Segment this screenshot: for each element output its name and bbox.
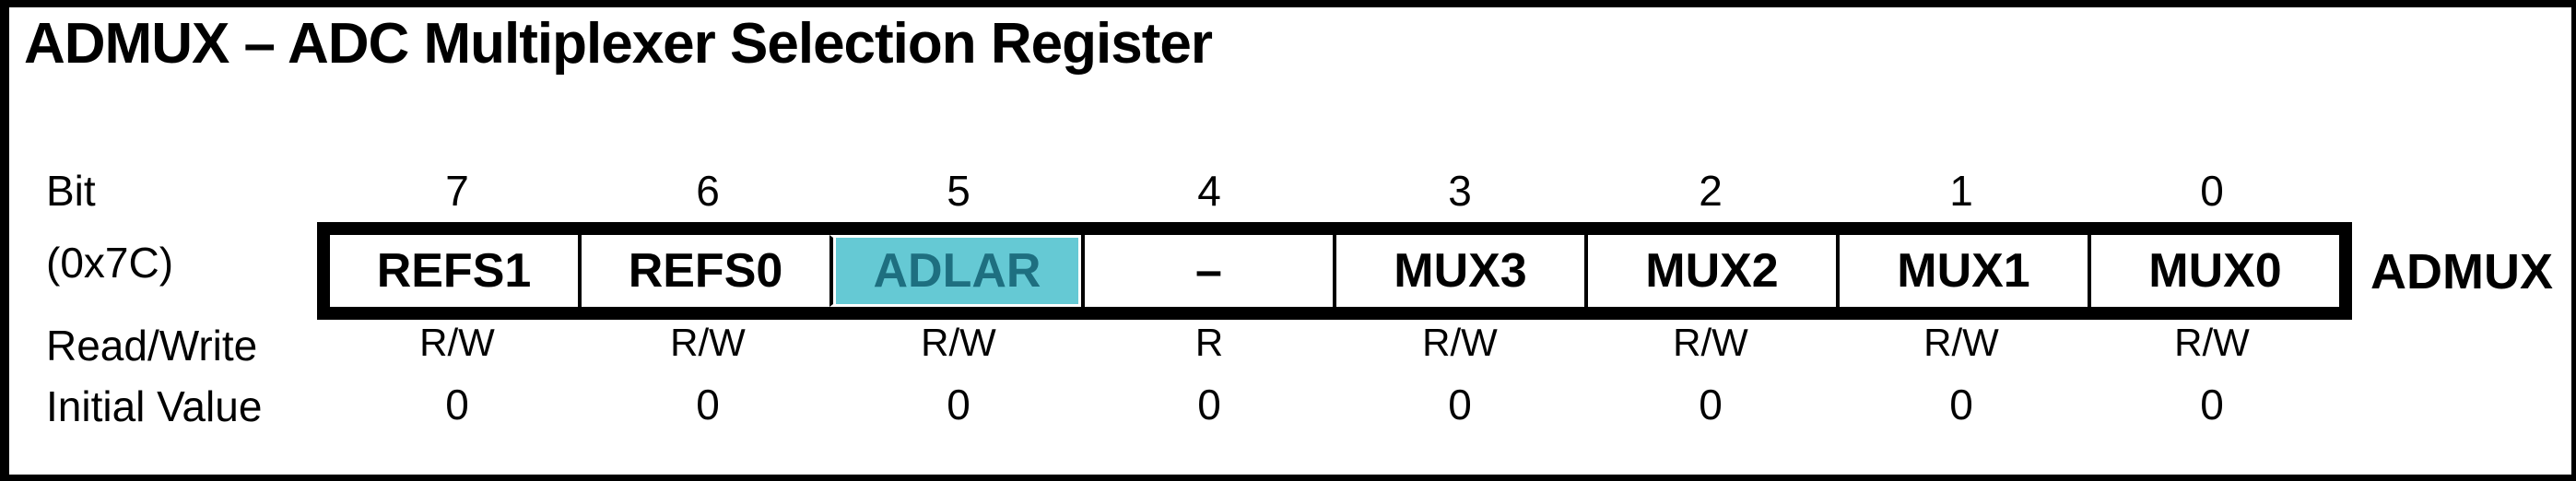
initial-value-bit6: 0 <box>696 381 720 428</box>
initial-value-bit4: 0 <box>1197 381 1221 428</box>
initial-value-bit2: 0 <box>1699 381 1723 428</box>
bit-number-bit1: 1 <box>1949 167 1973 215</box>
bit-row-label: Bit <box>46 167 96 215</box>
register-cell-bit4: – <box>1081 235 1333 307</box>
bit-number-bit6: 6 <box>696 167 720 215</box>
read-write-value-bit2: R/W <box>1673 321 1748 364</box>
register-cell-bit7: REFS1 <box>376 244 532 298</box>
bit-number-bit0: 0 <box>2200 167 2224 215</box>
initial-value-bit1: 0 <box>1949 381 1973 428</box>
read-write-value-bit6: R/W <box>670 321 746 364</box>
register-cell-bit1: MUX1 <box>1836 235 2088 307</box>
register-cell-bit0: MUX0 <box>2088 235 2339 307</box>
bit-number-row: 7 6 5 4 3 2 1 0 <box>332 166 2337 216</box>
register-cell-bit6: REFS0 <box>578 235 829 307</box>
read-write-value-bit4: R <box>1194 321 1224 364</box>
register-address: (0x7C) <box>46 239 174 287</box>
register-cell-bit5: ADLAR <box>829 235 1081 307</box>
initial-value-bit5: 0 <box>947 381 970 428</box>
read-write-value-bit0: R/W <box>2174 321 2250 364</box>
register-name: ADMUX <box>2370 244 2553 299</box>
initial-value-bit7: 0 <box>445 381 469 428</box>
read-write-row-label: Read/Write <box>46 322 258 370</box>
bit-number-bit3: 3 <box>1448 167 1472 215</box>
read-write-value-bit7: R/W <box>419 321 495 364</box>
initial-value-bit0: 0 <box>2200 381 2224 428</box>
bit-number-bit7: 7 <box>445 167 469 215</box>
read-write-value-bit3: R/W <box>1422 321 1498 364</box>
bit-number-bit4: 4 <box>1197 167 1221 215</box>
register-cell-bit3: MUX3 <box>1333 235 1584 307</box>
initial-value-bit3: 0 <box>1448 381 1472 428</box>
register-cell-bit2: MUX2 <box>1584 235 1836 307</box>
initial-value-row-label: Initial Value <box>46 382 263 430</box>
bit-number-bit5: 5 <box>947 167 970 215</box>
read-write-value-bit1: R/W <box>1923 321 1999 364</box>
initial-value-row: 0 0 0 0 0 0 0 0 <box>332 380 2337 429</box>
page-title: ADMUX – ADC Multiplexer Selection Regist… <box>24 12 1213 76</box>
read-write-value-bit5: R/W <box>921 321 996 364</box>
read-write-row: R/W R/W R/W R R/W R/W R/W R/W <box>332 321 2337 365</box>
bit-number-bit2: 2 <box>1699 167 1723 215</box>
